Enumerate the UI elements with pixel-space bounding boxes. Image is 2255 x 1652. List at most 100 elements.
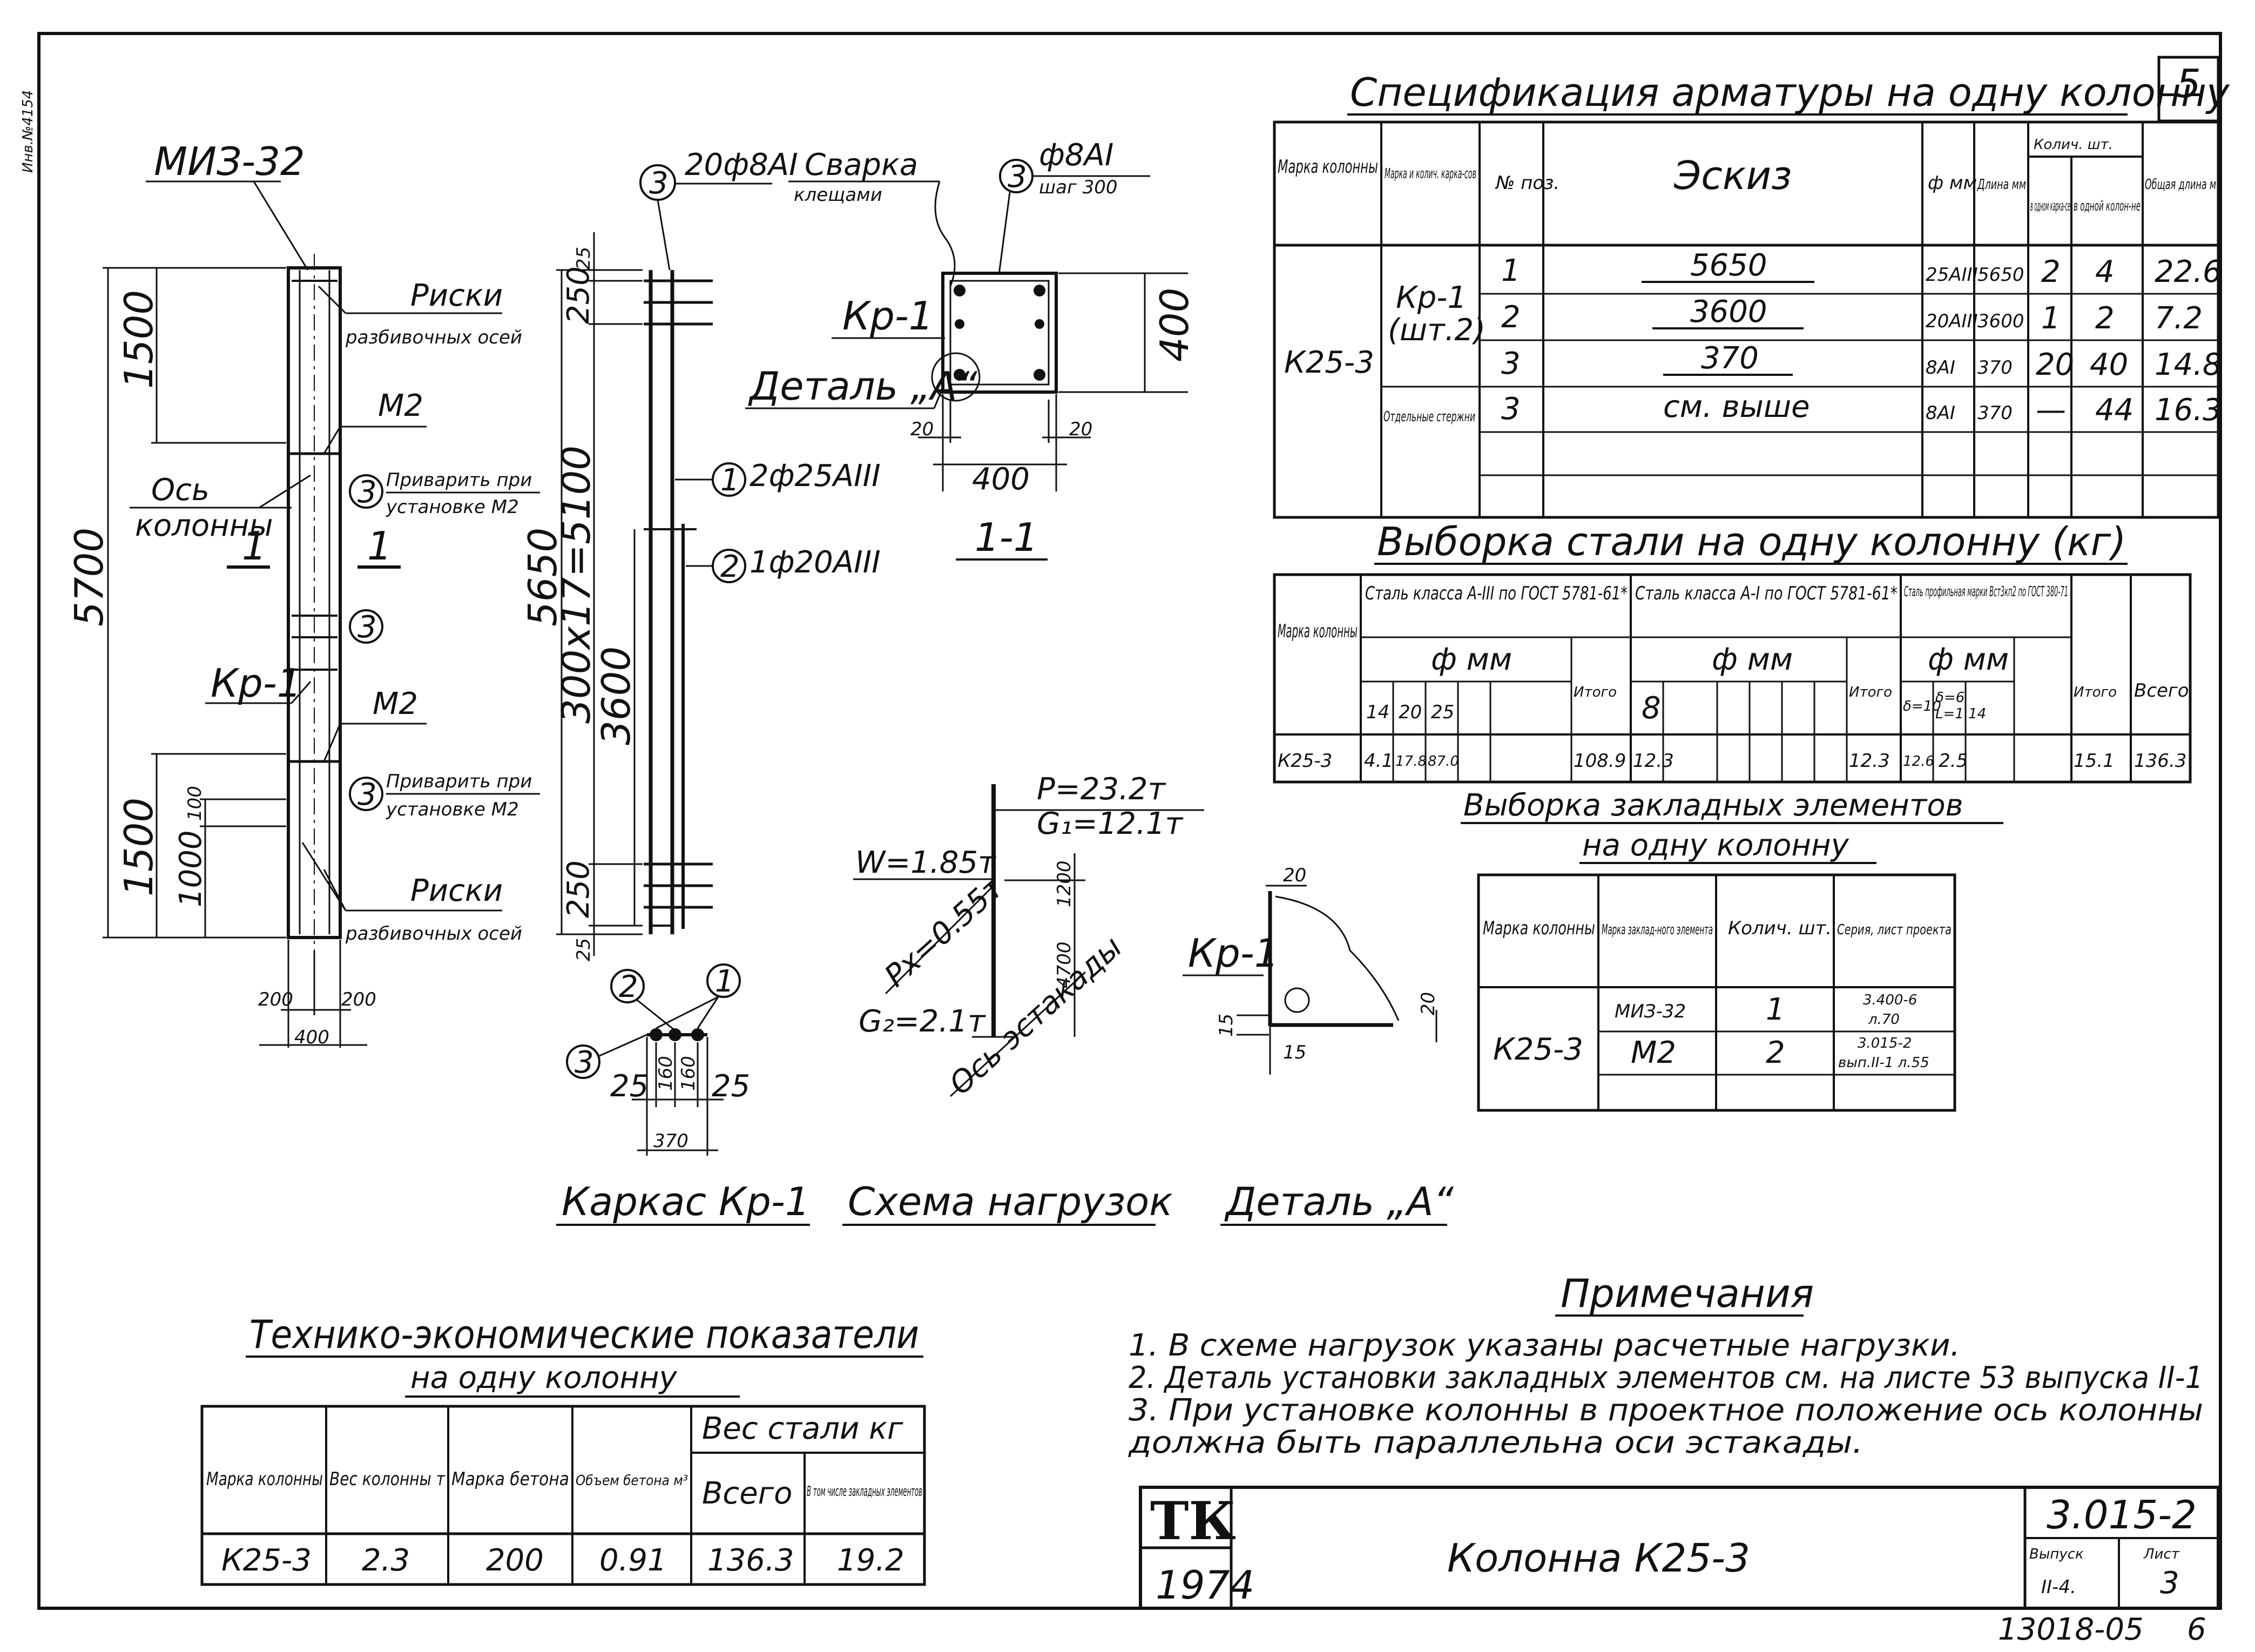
cage-d25b: 25	[573, 938, 595, 961]
sec-d400h: 400	[972, 462, 1030, 497]
det-d20r: 20	[1417, 992, 1439, 1015]
col-cut-1: 1	[242, 523, 267, 569]
svg-text:К25-3: К25-3	[1278, 750, 1332, 772]
det-d15b: 15	[1283, 1042, 1306, 1063]
steel-row: К25-3 4.1 17.8 87.0 108.9 12.3 12.3 12.6…	[1278, 750, 2186, 772]
svg-text:3: 3	[1501, 392, 1521, 427]
steel-h-g1: Сталь класса А-III по ГОСТ 5781-61*	[1365, 583, 1628, 604]
svg-text:22.6: 22.6	[2155, 254, 2222, 289]
caption-detail: Деталь „А“	[1224, 1179, 1454, 1224]
spec-h-mark: Марка колонны	[1278, 156, 1378, 178]
tei-h-concrete: Марка бетона	[451, 1468, 569, 1490]
load-G2: G₂=2.1т	[859, 1004, 986, 1039]
svg-text:3600: 3600	[1690, 294, 1767, 329]
stamp-vypusk-label: Выпуск	[2029, 1546, 2084, 1562]
emb-mark: К25-3	[1493, 1032, 1583, 1067]
svg-text:5650: 5650	[1690, 248, 1767, 283]
steel-title: Выборка стали на одну колонну (кг)	[1377, 519, 2126, 564]
caption-scheme: Схема нагрузок	[848, 1179, 1173, 1224]
col-kr1: Кр-1	[211, 660, 302, 706]
col-weld-2: Приварить при	[386, 771, 532, 792]
note-item: 2. Деталь установки закладных элементов …	[1129, 1360, 2203, 1395]
spec-h-dia: ф мм	[1928, 172, 1977, 194]
svg-text:2: 2	[1766, 1035, 1785, 1070]
svg-text:7.2: 7.2	[2155, 301, 2203, 336]
sec-n3: 3	[1008, 159, 1027, 194]
col-riski-2b: разбивочных осей	[345, 923, 522, 945]
col-num3-c: 3	[357, 777, 377, 812]
steel-h-dmm: ф мм	[1928, 642, 2009, 677]
sec-weld-b: клещами	[794, 184, 882, 206]
tei-h-volume: Объем бетона м³	[576, 1473, 688, 1489]
svg-text:л.70: л.70	[1868, 1012, 1900, 1028]
svg-text:136.3: 136.3	[2134, 750, 2186, 772]
steel-h-itogo: Итого	[2074, 684, 2117, 700]
col-d400: 400	[294, 1027, 329, 1048]
footer-page: 6	[2187, 1612, 2206, 1647]
cage-d250t: 250	[561, 266, 596, 324]
tei-h-weight: Вес колонны т	[329, 1468, 445, 1490]
steel-h-g3: Сталь профильная марки Вст3кп2 по ГОСТ 3…	[1904, 584, 2068, 600]
steel-h-mark: Марка колонны	[1278, 621, 1358, 642]
spec-separate: Отдельные стержни	[1383, 409, 1475, 425]
col-d200b: 200	[341, 989, 376, 1010]
cage-d25t: 25	[573, 247, 595, 270]
svg-text:108.9: 108.9	[1574, 750, 1626, 772]
col-weld-1b: установке М2	[386, 496, 519, 518]
spec-h-cage: Марка и колич. карка-сов	[1385, 166, 1476, 182]
col-d200a: 200	[258, 989, 293, 1010]
sec-d20a: 20	[910, 419, 934, 440]
cage-label1: 2ф25АIII	[750, 458, 881, 494]
cage-label2: 1ф20АIII	[750, 545, 881, 580]
embedded-table: Выборка закладных элементов на одну коло…	[1461, 788, 2003, 1112]
stamp-vypusk: II-4.	[2041, 1576, 2076, 1598]
steel-h-d14: 14	[1366, 702, 1389, 723]
tei-title-2: на одну колонну	[410, 1360, 678, 1395]
steel-h-d8: 8	[1642, 691, 1661, 726]
sheet-number: 5	[2176, 61, 2201, 106]
captions: Каркас Кр-1 Схема нагрузок Деталь „А“	[556, 1179, 1454, 1226]
col-m2-bot: М2	[373, 686, 418, 722]
svg-text:—: —	[2036, 393, 2066, 428]
cage-n1: 1	[720, 463, 740, 498]
cage-d3600: 3600	[593, 646, 639, 745]
spec-table: Спецификация арматуры на одну колонну Ма…	[1273, 70, 2230, 519]
svg-text:136.3: 136.3	[707, 1543, 794, 1578]
stamp-list-label: Лист	[2143, 1546, 2180, 1562]
column-elevation: МИЗ-32 Риски разбивочных осей М2 3 Прива…	[66, 139, 540, 1048]
cage-s3: 3	[575, 1045, 594, 1080]
svg-text:20АIII: 20АIII	[1926, 311, 1978, 332]
steel-h-itogo: Итого	[1849, 684, 1892, 700]
cage-n2: 2	[720, 549, 740, 584]
cage-s25a: 25	[610, 1069, 649, 1104]
col-riski-1b: разбивочных осей	[345, 327, 522, 348]
spec-cage-qty: (шт.2)	[1388, 313, 1486, 348]
steel-h-s10: δ=10	[1903, 698, 1941, 714]
spec-h-len: Длина мм	[1977, 177, 2026, 193]
svg-text:12.3: 12.3	[1633, 750, 1674, 772]
svg-text:М2: М2	[1631, 1035, 1676, 1070]
det-d15a: 15	[1216, 1014, 1237, 1037]
col-riski-1: Риски	[410, 278, 503, 313]
load-d4700: 4700	[1054, 941, 1075, 988]
spec-row: 1 5650 25АIII 5650 2 4 22.6	[1501, 248, 2222, 289]
steel-h-dmm: ф мм	[1431, 642, 1512, 677]
cage-s1: 1	[715, 964, 734, 999]
cage-d5100: 300х17=5100	[553, 446, 599, 724]
col-weld-2b: установке М2	[386, 799, 519, 820]
svg-text:44: 44	[2095, 393, 2134, 428]
tei-row: К25-3 2.3 200 0.91 136.3 19.2	[221, 1543, 904, 1578]
svg-text:3.015-2: 3.015-2	[1858, 1035, 1912, 1051]
col-m2-top: М2	[378, 388, 423, 423]
stamp-logo: ТК	[1150, 1491, 1236, 1552]
steel-h-d20: 20	[1399, 702, 1422, 723]
steel-h-dmm: ф мм	[1712, 642, 1793, 677]
col-d1500b: 1500	[116, 798, 161, 896]
tei-h-total: Всего	[702, 1476, 792, 1511]
sec-detA: Деталь „А“	[748, 363, 978, 409]
svg-text:8АI: 8АI	[1926, 357, 1955, 379]
svg-text:см. выше: см. выше	[1663, 389, 1810, 424]
svg-text:К25-3: К25-3	[221, 1543, 312, 1578]
cage-elevation: 3 20ф8АI 1 2ф25АIII 2 1ф20АIII 5650 25 2…	[520, 147, 881, 1156]
